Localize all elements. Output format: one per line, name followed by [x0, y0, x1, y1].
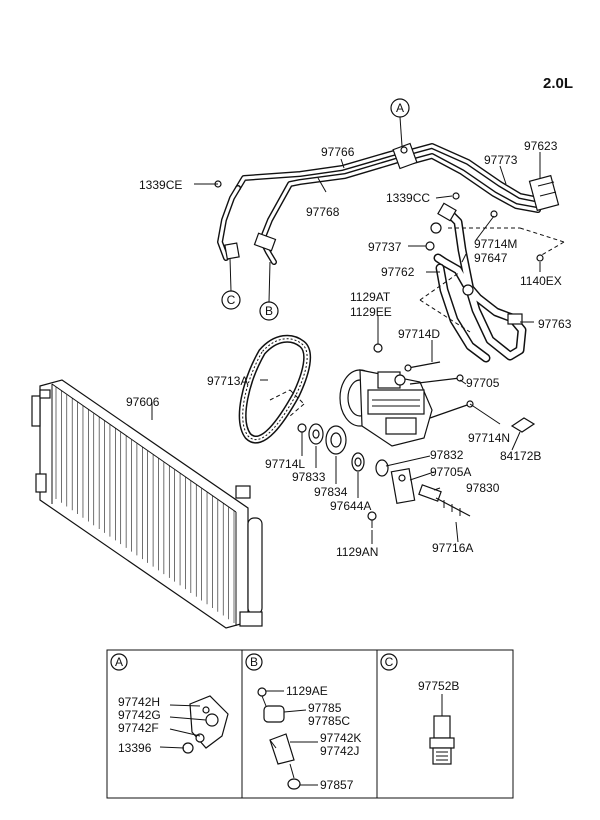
valve-block-97705A: [390, 467, 416, 505]
label-97768: 97768: [306, 205, 340, 219]
liquid-line-97766: [235, 147, 408, 191]
label-97606: 97606: [126, 395, 160, 409]
relief-valve-97832: [375, 459, 389, 477]
label-97752B: 97752B: [418, 679, 459, 693]
label-97834: 97834: [314, 485, 348, 499]
bolt-1129AT: [373, 343, 383, 353]
label-97714N: 97714N: [468, 431, 510, 445]
pressure-switch-97752B: [429, 715, 455, 765]
detail-a: A 97742H 97742G 97742F 13396: [110, 653, 229, 755]
fitting-a: [392, 142, 418, 170]
label-97705A: 97705A: [430, 465, 471, 479]
detail-b-title: B: [250, 655, 258, 669]
bolt-1129AN: [367, 511, 377, 528]
label-97785: 97785: [308, 701, 342, 715]
bracket-a-part: [182, 695, 229, 754]
part-labels: 97766 97773 97623 1339CE 97768 1339CC 97…: [126, 139, 572, 559]
label-97742F: 97742F: [118, 721, 159, 735]
label-97714L: 97714L: [265, 457, 305, 471]
callout-b: B: [259, 261, 279, 321]
svg-text:B: B: [265, 304, 273, 318]
bolt-97716A: [435, 497, 471, 517]
bolt-97714M: [490, 210, 498, 218]
label-97773: 97773: [484, 153, 518, 167]
label-1140EX: 1140EX: [520, 274, 562, 288]
svg-text:A: A: [396, 101, 404, 115]
bolt-97714N: [429, 400, 474, 419]
switch-97830: [418, 484, 442, 502]
leader-lines: [151, 152, 565, 544]
label-97737: 97737: [368, 240, 402, 254]
label-97766: 97766: [321, 145, 355, 159]
label-97830: 97830: [466, 481, 500, 495]
label-1339CC: 1339CC: [386, 191, 430, 205]
label-97742K: 97742K: [320, 731, 361, 745]
detail-c: C 97752B: [380, 653, 459, 765]
label-97763: 97763: [538, 317, 572, 331]
suction-hose-97763: [430, 202, 527, 363]
condenser-97606: [31, 379, 263, 629]
label-97742G: 97742G: [118, 708, 161, 722]
label-97714M: 97714M: [474, 237, 517, 251]
oring-97737: [425, 241, 435, 251]
clutch-pulley-97834: [325, 425, 347, 455]
label-97705: 97705: [466, 376, 500, 390]
label-97647: 97647: [474, 251, 508, 265]
detail-c-title: C: [385, 655, 394, 669]
label-97716A: 97716A: [432, 541, 473, 555]
shield-84172B: [510, 417, 536, 433]
svg-text:C: C: [227, 293, 236, 307]
engine-size-label: 2.0L: [543, 75, 573, 92]
label-97742H: 97742H: [118, 695, 160, 709]
label-97742J: 97742J: [320, 744, 359, 758]
callout-a: A: [390, 98, 410, 147]
label-97714D: 97714D: [398, 327, 440, 341]
label-13396: 13396: [118, 741, 152, 755]
pipe-left-end: [217, 185, 277, 265]
bolt-97705: [409, 374, 464, 385]
label-1129AT: 1129AT: [350, 290, 391, 304]
label-1339CE: 1339CE: [139, 178, 182, 192]
label-97623: 97623: [524, 139, 558, 153]
label-84172B: 84172B: [500, 449, 541, 463]
label-97857: 97857: [320, 778, 354, 792]
connector-block-97623: [528, 174, 560, 212]
label-97785C: 97785C: [308, 714, 350, 728]
clutch-plate-97833: [308, 423, 324, 445]
label-1129EE: 1129EE: [350, 305, 392, 319]
detail-panel: [106, 649, 514, 799]
label-97832: 97832: [430, 448, 464, 462]
bolt-1140EX: [536, 254, 544, 262]
liquid-line-97768: [259, 155, 408, 243]
label-97713A: 97713A: [207, 374, 248, 388]
label-97762: 97762: [381, 265, 415, 279]
liquid-line-97773: [407, 143, 543, 213]
detail-a-title: A: [115, 655, 123, 669]
label-97644A: 97644A: [330, 499, 371, 513]
bolt-97714L: [297, 423, 307, 433]
label-97833: 97833: [292, 470, 326, 484]
label-1129AN: 1129AN: [336, 545, 378, 559]
callout-c: C: [221, 257, 241, 310]
bolt-97714D: [404, 361, 441, 372]
detail-b: B 1129AE 97785 97785C 97742K 97742J 9785…: [245, 653, 361, 792]
bolt-1339CC: [452, 192, 460, 200]
label-1129AE: 1129AE: [286, 684, 328, 698]
drive-belt-97713A: [238, 334, 312, 444]
shim-97644A: [351, 452, 365, 472]
ac-compressor: [339, 369, 433, 447]
clip-b-part: [257, 687, 301, 790]
